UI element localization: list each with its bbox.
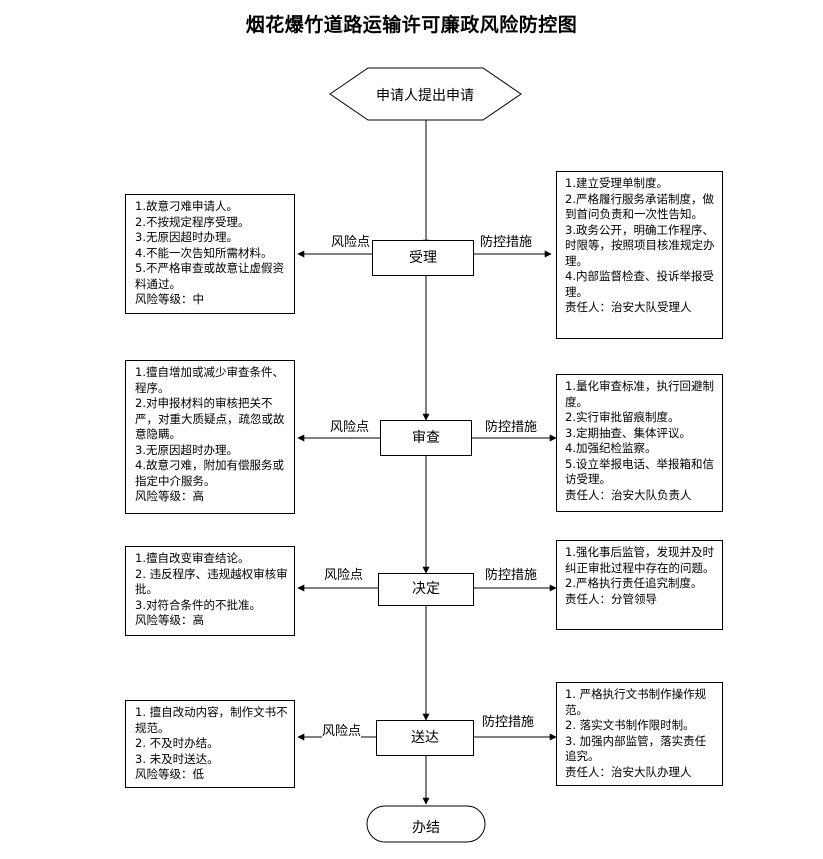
risk-item: 1. 擅自改动内容，制作文书不规范。 bbox=[135, 705, 288, 735]
risk-level: 风险等级：高 bbox=[135, 489, 204, 503]
start-node: 申请人提出申请 bbox=[376, 88, 474, 104]
step-box-1: 受理 bbox=[372, 240, 474, 276]
page-title: 烟花爆竹道路运输许可廉政风险防控图 bbox=[245, 14, 578, 36]
risk-label-3: 风险点 bbox=[324, 564, 364, 583]
start-node-shape bbox=[329, 67, 522, 121]
responsible-person: 责任人：治安大队办理人 bbox=[565, 764, 692, 779]
risk-level: 风险等级：中 bbox=[135, 292, 204, 306]
risk-item: 2. 不及时办结。 bbox=[135, 736, 219, 750]
control-item: 3.政务公开，明确工作程序、时限等，按照项目核准规定办理。 bbox=[565, 222, 715, 268]
control-box-2: 1.量化审查标准，执行回避制度。 2.实行审批留痕制度。 3.定期抽查、集体评议… bbox=[556, 374, 723, 512]
responsible-person: 责任人：治安大队负责人 bbox=[565, 487, 692, 502]
risk-item: 3.无原因超时办理。 bbox=[135, 230, 238, 244]
control-item: 5.设立举报电话、举报箱和信访受理。 bbox=[565, 456, 714, 487]
control-item: 2. 落实文书制作限时制。 bbox=[565, 718, 695, 732]
risk-item: 2.不按规定程序受理。 bbox=[135, 214, 250, 229]
control-item: 3.定期抽查、集体评议。 bbox=[565, 425, 691, 440]
control-label-4: 防控措施 bbox=[482, 711, 535, 730]
risk-box-2: 1.擅自增加或减少审查条件、程序。 2.对申报材料的审核把关不严，对重大质疑点，… bbox=[125, 360, 295, 514]
control-item: 4.加强纪检监察。 bbox=[565, 441, 657, 455]
risk-item: 2.对申报材料的审核把关不严，对重大质疑点，疏忽或故意隐瞒。 bbox=[135, 396, 285, 441]
risk-label-1: 风险点 bbox=[331, 231, 371, 250]
control-item: 2.严格执行责任追究制度。 bbox=[565, 576, 703, 590]
step-box-4: 送达 bbox=[376, 720, 474, 756]
risk-item: 3.无原因超时办理。 bbox=[135, 442, 238, 457]
control-label-2: 防控措施 bbox=[485, 416, 538, 435]
risk-level: 风险等级：低 bbox=[135, 767, 204, 781]
control-item: 4.内部监督检查、投诉举报受理。 bbox=[565, 269, 714, 299]
control-box-1: 1.建立受理单制度。 2.严格履行服务承诺制度，做到首问负责和一次性告知。 3.… bbox=[556, 171, 723, 339]
step-box-3: 决定 bbox=[378, 573, 474, 606]
control-item: 1.量化审查标准，执行回避制度。 bbox=[565, 379, 714, 409]
risk-item: 4.不能一次告知所需材料。 bbox=[135, 245, 273, 260]
risk-box-3: 1.擅自改变审查结论。 2. 违反程序、违规越权审核审批。 3.对符合条件的不批… bbox=[125, 546, 295, 636]
risk-item: 1.擅自改变审查结论。 bbox=[135, 551, 250, 565]
control-label-3: 防控措施 bbox=[485, 564, 538, 583]
control-box-4: 1. 严格执行文书制作操作规范。 2. 落实文书制作限时制。 3. 加强内部监管… bbox=[556, 682, 723, 786]
risk-item: 2. 违反程序、违规越权审核审批。 bbox=[135, 566, 288, 597]
control-box-3: 1.强化事后监管，发现并及时纠正审批过程中存在的问题。 2.严格执行责任追究制度… bbox=[556, 540, 723, 630]
responsible-person: 责任人：治安大队受理人 bbox=[565, 300, 692, 314]
risk-item: 5.不严格审查或故意让虚假资料通过。 bbox=[135, 261, 284, 291]
control-label-1: 防控措施 bbox=[480, 231, 533, 250]
risk-item: 1.擅自增加或减少审查条件、程序。 bbox=[135, 365, 284, 395]
control-item: 2.严格履行服务承诺制度，做到首问负责和一次性告知。 bbox=[565, 191, 714, 222]
risk-item: 3. 未及时送达。 bbox=[135, 751, 219, 766]
end-node: 办结 bbox=[412, 820, 440, 836]
step-box-2: 审查 bbox=[380, 420, 472, 456]
control-item: 2.实行审批留痕制度。 bbox=[565, 410, 680, 424]
control-item: 1.建立受理单制度。 bbox=[565, 176, 668, 190]
control-item: 1. 严格执行文书制作操作规范。 bbox=[565, 687, 707, 717]
control-item: 3. 加强内部监管，落实责任追究。 bbox=[565, 733, 707, 764]
control-item: 1.强化事后监管，发现并及时纠正审批过程中存在的问题。 bbox=[565, 545, 715, 575]
risk-item: 3.对符合条件的不批准。 bbox=[135, 597, 261, 612]
risk-box-4: 1. 擅自改动内容，制作文书不规范。 2. 不及时办结。 3. 未及时送达。 风… bbox=[125, 700, 295, 788]
risk-item: 4.故意刁难，附加有偿服务或指定中介服务。 bbox=[135, 458, 284, 488]
responsible-person: 责任人：分管领导 bbox=[565, 591, 657, 606]
end-node-shape bbox=[366, 805, 486, 843]
risk-box-1: 1.故意刁难申请人。 2.不按规定程序受理。 3.无原因超时办理。 4.不能一次… bbox=[125, 194, 295, 314]
risk-label-2: 风险点 bbox=[330, 416, 370, 435]
risk-label-4: 风险点 bbox=[322, 720, 362, 739]
risk-level: 风险等级：高 bbox=[135, 613, 204, 627]
risk-item: 1.故意刁难申请人。 bbox=[135, 199, 238, 213]
